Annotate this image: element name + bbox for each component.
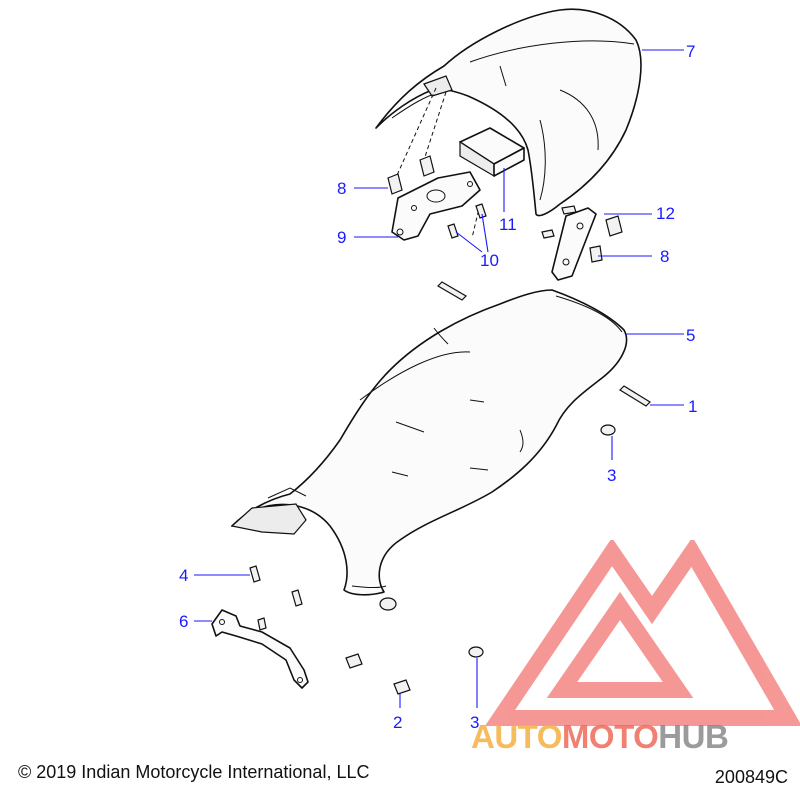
- bolts-10: [447, 203, 487, 239]
- wordmark-hub: HUB: [658, 718, 729, 755]
- callout-12: 12: [656, 204, 675, 223]
- callout-7: 7: [686, 42, 695, 61]
- front-seat-bracket: [211, 609, 309, 689]
- figure-id: 200849C: [714, 767, 788, 787]
- bolts-4: [249, 565, 303, 607]
- callout-1: 1: [688, 397, 697, 416]
- callout-8-left: 8: [337, 179, 346, 198]
- callout-3-lower: 3: [470, 713, 479, 732]
- callout-9: 9: [337, 228, 346, 247]
- watermark-wordmark: AUTOMOTOHUB: [471, 718, 729, 756]
- callout-11: 11: [499, 215, 517, 234]
- callout-5: 5: [686, 326, 695, 345]
- wordmark-moto: MOTO: [561, 718, 659, 755]
- callout-3-upper: 3: [607, 466, 616, 485]
- rear-seat-cowl: [375, 8, 642, 217]
- clip-left: [387, 155, 435, 195]
- callout-6: 6: [179, 612, 188, 631]
- rear-seat-bracket: [391, 171, 481, 241]
- callout-4: 4: [179, 566, 188, 585]
- wordmark-auto: AUTO: [471, 718, 562, 755]
- latch-bracket: [541, 205, 597, 281]
- main-seat: [230, 289, 628, 596]
- grommets-3: [379, 424, 616, 658]
- bolt-upper: [437, 281, 467, 301]
- clip-right: [589, 215, 623, 263]
- callout-2: 2: [393, 713, 402, 732]
- studs-2: [345, 653, 411, 695]
- foam-pad: [459, 127, 525, 178]
- callout-8-right: 8: [660, 247, 669, 266]
- copyright-text: © 2019 Indian Motorcycle International, …: [18, 762, 370, 782]
- bolt-1: [619, 385, 651, 407]
- leader-lines: [194, 49, 684, 708]
- callout-10: 10: [480, 251, 499, 270]
- callouts: 7 8 9 10 11 12 8 5 1 3 4 6 2 3: [179, 42, 697, 732]
